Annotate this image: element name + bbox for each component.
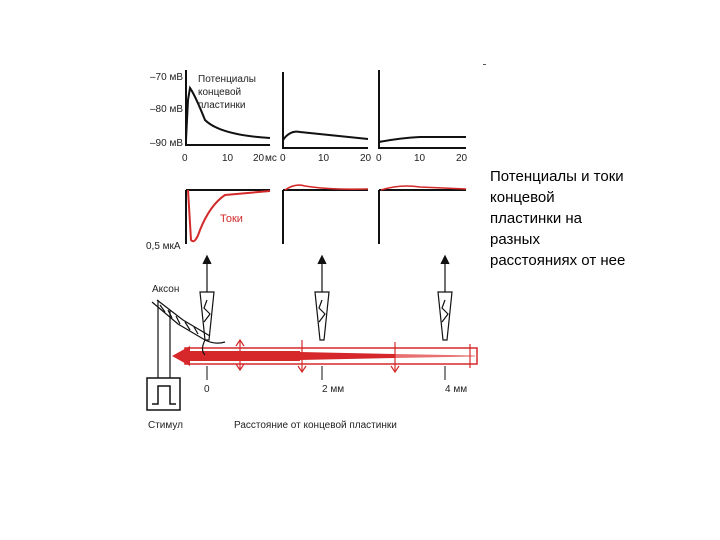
- x-unit-ms: мс: [265, 153, 277, 164]
- potentials-row: [185, 70, 466, 149]
- distance-axis: [206, 366, 446, 380]
- electrode-0mm: [199, 254, 215, 341]
- x-tick-20-b: 20: [360, 153, 372, 164]
- caption-line: Потенциалы и токи: [490, 168, 624, 185]
- potentials-label-2: концевой: [198, 87, 241, 98]
- potential-trace-0mm: [185, 85, 271, 141]
- caption: Потенциалы и токи концевой пластинки на …: [490, 166, 665, 271]
- caption-line: концевой: [490, 189, 555, 206]
- x-tick-10-c: 10: [414, 153, 426, 164]
- distance-tick-2mm: 2 мм: [322, 384, 344, 395]
- x-tick-0-a: 0: [182, 153, 188, 164]
- current-trace-0mm: [187, 189, 271, 243]
- x-tick-10-b: 10: [318, 153, 330, 164]
- current-loops: [235, 338, 471, 374]
- x-tick-10-a: 10: [222, 153, 234, 164]
- current-trace-2mm: [284, 184, 369, 191]
- electrode-2mm: [314, 254, 330, 341]
- stimulator: [146, 377, 181, 411]
- potential-trace-2mm: [282, 130, 369, 141]
- x-tick-20-c: 20: [456, 153, 468, 164]
- axon: [151, 299, 226, 378]
- current-scale-label: 0,5 мкА: [146, 241, 181, 252]
- current-trace-4mm: [380, 185, 467, 191]
- x-tick-0-b: 0: [280, 153, 286, 164]
- stray-mark: [483, 64, 486, 65]
- distance-axis-label: Расстояние от концевой пластинки: [234, 420, 397, 431]
- caption-line: расстояниях от нее: [490, 252, 626, 269]
- axon-label: Аксон: [152, 284, 179, 295]
- x-tick-0-c: 0: [376, 153, 382, 164]
- potentials-label-3: пластинки: [198, 100, 245, 111]
- y-label-80: –80 мВ: [150, 104, 183, 115]
- distance-tick-4mm: 4 мм: [445, 384, 467, 395]
- electrode-4mm: [437, 254, 453, 341]
- y-label-90: –90 мВ: [150, 138, 183, 149]
- caption-line: разных: [490, 231, 540, 248]
- y-label-70: –70 мВ: [150, 72, 183, 83]
- potentials-label-1: Потенциалы: [198, 74, 256, 85]
- currents-label: Токи: [220, 213, 243, 225]
- stimulus-label: Стимул: [148, 420, 183, 431]
- x-tick-20-a: 20: [253, 153, 265, 164]
- muscle-fiber: [172, 346, 478, 366]
- currents-row: [185, 189, 466, 244]
- potential-trace-4mm: [378, 136, 466, 143]
- caption-line: пластинки на: [490, 210, 582, 227]
- distance-tick-0: 0: [204, 384, 210, 395]
